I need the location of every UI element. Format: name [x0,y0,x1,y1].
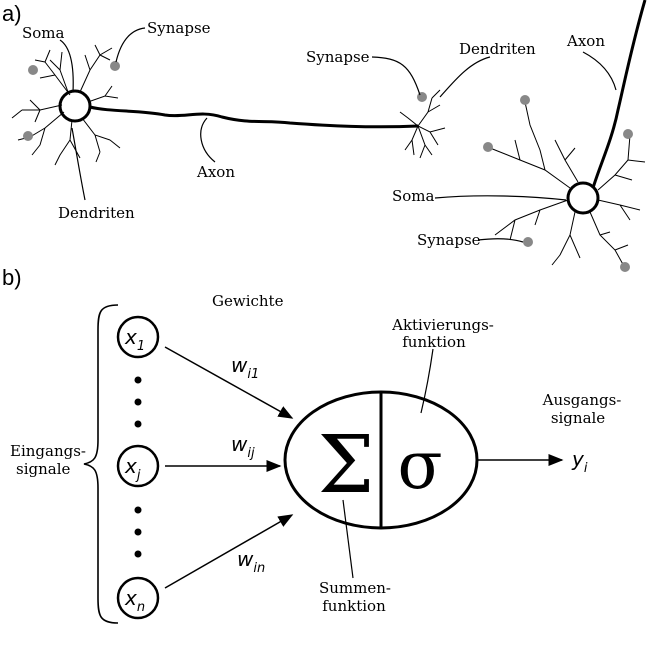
leader-soma-right [434,195,567,201]
right-axon-line [591,0,647,189]
leader-synapse-left [115,27,146,63]
svg-text:x1: x1 [124,325,145,354]
left-dendrites [11,44,121,166]
neuron-unit: Σ σ [283,390,479,530]
label-axon-right: Axon [566,32,605,50]
activation-symbol: σ [397,427,442,504]
synapse-dot [23,131,33,141]
svg-text:xn: xn [124,586,145,615]
leader-synapse-right [477,238,524,243]
label-dendrites-left: Dendriten [58,204,135,222]
arrow-w-i1 [164,346,294,419]
input-j-base: x [124,454,137,478]
sum-label-line2: funktion [322,597,386,615]
right-neuron [489,0,647,269]
inputs-label-line2: signale [16,460,70,478]
synapse-dots [23,61,633,272]
panel-b-tag: b) [2,265,22,290]
input-node-j: xj [116,444,160,488]
leader-dendrites-left [71,127,86,201]
activation-label-line1: Aktivierungs- [391,316,494,334]
leader-synapse-mid [371,56,421,96]
synapse-dot [523,237,533,247]
panel-a-leader-lines [59,27,617,243]
synapse-dot [483,142,493,152]
input-node-1: x1 [116,315,160,359]
label-dendrites-mid: Dendriten [459,40,536,58]
label-synapse-right: Synapse [417,231,481,249]
sum-label-line1: Summen- [319,579,391,597]
weights-title: Gewichte [212,292,284,310]
sum-symbol: Σ [318,418,375,511]
input-n-base: x [124,586,137,610]
output-y: yi [571,447,588,476]
outputs-label-line2: signale [551,409,605,427]
synapse-dot [620,262,630,272]
right-dendrites [489,101,646,269]
svg-text:xj: xj [124,454,141,483]
right-soma-circle [566,181,600,215]
input-n-sub: n [137,600,145,615]
input-1-base: x [124,325,137,349]
left-soma-circle [58,89,92,123]
input-j-sub: j [135,468,141,483]
input-brace [83,304,119,624]
leader-dendrites-mid [439,56,491,98]
arrow-w-in [164,514,294,589]
middle-dendrites [399,89,446,159]
label-axon-mid: Axon [196,163,235,181]
inputs-label-line1: Eingangs- [10,442,86,460]
leader-sum [342,499,354,579]
input-node-n: xn [116,576,160,620]
axon-line [89,105,419,129]
weight-in: win [237,547,265,576]
synapse-dot [28,65,38,75]
ellipsis-dots [134,376,142,558]
weight-i1: wi1 [231,353,259,382]
left-neuron [11,44,121,166]
label-soma-left: Soma [22,24,65,42]
leader-axon-mid [200,117,216,163]
weight-arrows [164,346,294,589]
leader-soma-left [59,39,74,93]
synapse-dot [417,92,427,102]
weight-ij: wij [231,432,255,461]
synapse-dot [110,61,120,71]
label-soma-right: Soma [392,187,435,205]
activation-label-line2: funktion [402,333,466,351]
label-synapse-left: Synapse [147,19,211,37]
synapse-dot [520,95,530,105]
input-1-sub: 1 [137,339,145,354]
leader-activation [420,348,434,414]
label-synapse-mid: Synapse [306,48,370,66]
panel-a-tag: a) [2,1,22,26]
synapse-dot [623,129,633,139]
leader-axon-right [582,51,617,91]
outputs-label-line1: Ausgangs- [542,391,622,409]
